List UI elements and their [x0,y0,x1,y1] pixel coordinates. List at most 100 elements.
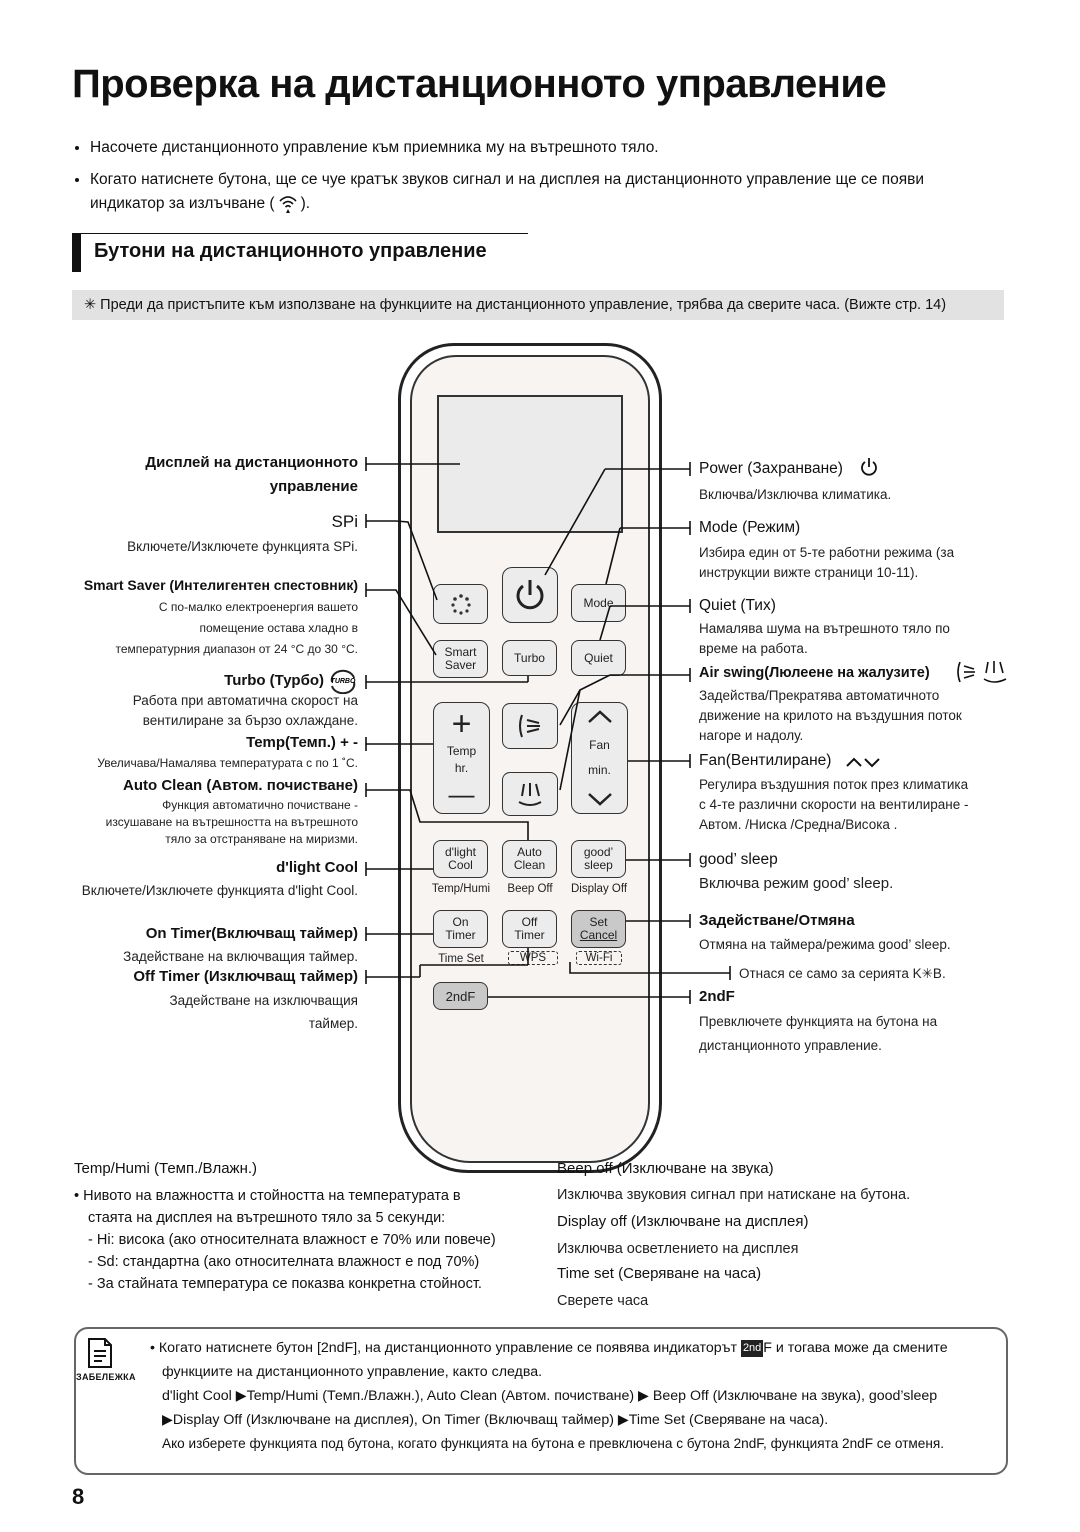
display-off-desc: Изключва осветлението на дисплея [557,1241,799,1257]
good-sleep-button[interactable]: good’sleep [571,840,626,878]
dlight-desc: Включете/Изключете функцията d'light Coo… [81,883,358,898]
spi-button[interactable] [433,584,488,624]
air-swing-horizontal-button[interactable] [502,772,558,816]
wps-desc: Отнася се само за серията K✳B. [739,966,946,981]
swing-desc-2: движение на крилото на въздушния поток [699,708,962,723]
spi-icon [450,594,471,615]
quiet-label: Quiet (Тих) [699,597,776,614]
mode-desc-2: инструкции вижте страници 10-11). [699,565,919,580]
note-text: • Когато натиснете бутон [2ndF], на дист… [150,1336,995,1456]
fan-label: Fan [589,738,610,752]
mode-button[interactable]: Mode [571,584,626,622]
turbo-desc-1: Работа при автоматична скорост на [132,693,358,708]
mode-desc-1: Избира един от 5-те работни режима (за [699,545,955,560]
temphumi-text: • Нивото на влажността и стойността на т… [74,1185,534,1295]
intro-item-2-text: Когато натиснете бутона, ще се чуе кратъ… [90,171,925,188]
swing-icons [954,658,1010,691]
second-function-button[interactable]: 2ndF [433,982,488,1010]
fan-desc-1: Регулира въздушния поток през климатика [699,777,969,792]
swing-vertical-icon [519,714,540,738]
fan-label: Fan(Вентилиране) [699,752,832,769]
time-set-title: Time set (Сверяване на часа) [557,1265,762,1282]
temp-label: Temp [446,744,477,758]
quiet-button-label: Quiet [584,650,613,665]
set-label-1: Set [589,915,608,929]
power-label: Power (Захранване) [699,460,843,477]
off-timer-desc-2: таймер. [308,1016,358,1031]
temphumi-title: Temp/Humi (Темп./Влажн.) [74,1160,258,1177]
good-sleep-label: good’ sleep [699,851,778,868]
dlight-label-1: d'light [445,845,476,859]
remote-display [437,395,623,533]
dlight-label-2: Cool [448,858,473,872]
beep-off-title: Beep off (Изключване на звука) [557,1160,774,1177]
intro: Насочете дистанционното управление към п… [72,136,1012,230]
smart-desc-3: температурния диапазон от 24 °C до 30 °C… [115,642,358,656]
set-cancel-desc: Отмяна на таймера/режима good’ sleep. [699,937,951,952]
wifi-sublabel: Wi-Fi [576,951,622,965]
quiet-button[interactable]: Quiet [571,640,626,676]
good-label-2: sleep [584,858,613,872]
second-f-indicator: 2nd [740,1340,764,1357]
wps-sublabel: WPS [508,951,558,965]
auto-label-1: Auto [517,845,542,859]
second-f-desc-2: дистанционното управление. [699,1038,882,1053]
fan-desc-3: Автом. /Ниска /Средна/Висока . [699,817,898,832]
off-label-1: Off [521,915,538,929]
intro-item-2: Когато натиснете бутона, ще се чуе кратъ… [90,168,1012,222]
spi-desc: Включете/Изключете функцията SPi. [127,539,358,554]
second-f-desc-1: Превключете функцията на бутона на [699,1014,938,1029]
section-heading: Бутони на дистанционното управление [72,233,528,272]
display-label-1: Дисплей на дистанционното [145,454,358,471]
section-bar [72,234,81,272]
display-label-2: управление [269,478,358,495]
min-label: min. [588,763,611,777]
set-cancel-label: Задействане/Отмяна [699,912,855,929]
auto-label-2: Clean [513,858,546,872]
off-timer-label: Off Timer (Изключващ таймер) [133,968,358,985]
fan-rocker[interactable]: Fan min. [571,702,628,814]
intro-item-2-cont: индикатор за излъчване ( [90,195,275,212]
note-line-1a: Когато натиснете бутон [2ndF], на дистан… [158,1340,737,1356]
temp-plus[interactable]: + [451,705,472,743]
timeset-sublabel: Time Set [438,953,484,965]
auto-desc-1: Функция автоматично почистване - [162,798,358,812]
note-label: ЗАБЕЛЕЖКА [76,1372,136,1382]
svg-text:TURBO: TURBO [331,678,356,685]
turbo-button[interactable]: Turbo [502,640,557,676]
good-sleep-desc: Включва режим good’ sleep. [699,875,894,892]
swing-desc-3: нагоре и надолу. [699,728,804,743]
turbo-button-label: Turbo [514,650,545,665]
power-small-icon [858,456,880,483]
temp-rocker[interactable]: + Temp hr. — [433,702,490,814]
temp-desc: Увеличава/Намалява температурата с по 1 … [97,756,358,770]
second-f-label: 2ndF [699,988,735,1005]
time-set-desc: Сверете часа [557,1293,649,1309]
temp-minus[interactable]: — [448,779,475,809]
fan-desc-2: с 4-те различни скорости на вентилиране … [699,797,969,812]
quiet-desc-1: Намалява шума на вътрешното тяло по [699,621,950,636]
turbo-label: Turbo (Турбо) [224,672,324,689]
smart-label-1: Smart [444,645,477,659]
smart-label-2: Saver [444,658,477,672]
spi-label: SPi [331,512,358,531]
notice-banner: ✳ Преди да пристъпите към използване на … [72,290,1004,320]
note-box [74,1327,1008,1475]
swing-horizontal-icon [518,783,542,806]
turbo-icon: TURBO [328,668,358,699]
temphumi-line-2: стаята на дисплея на вътрешното тяло за … [88,1210,446,1226]
air-swing-vertical-button[interactable] [502,703,558,749]
displayoff-sublabel: Display Off [570,883,628,895]
turbo-desc-2: вентилиране за бързо охлаждане. [142,713,358,728]
display-off-title: Display off (Изключване на дисплея) [557,1213,809,1230]
on-label-1: On [452,915,469,929]
swing-desc-1: Задейства/Прекратява автоматичното [699,688,940,703]
power-button[interactable] [502,567,558,623]
